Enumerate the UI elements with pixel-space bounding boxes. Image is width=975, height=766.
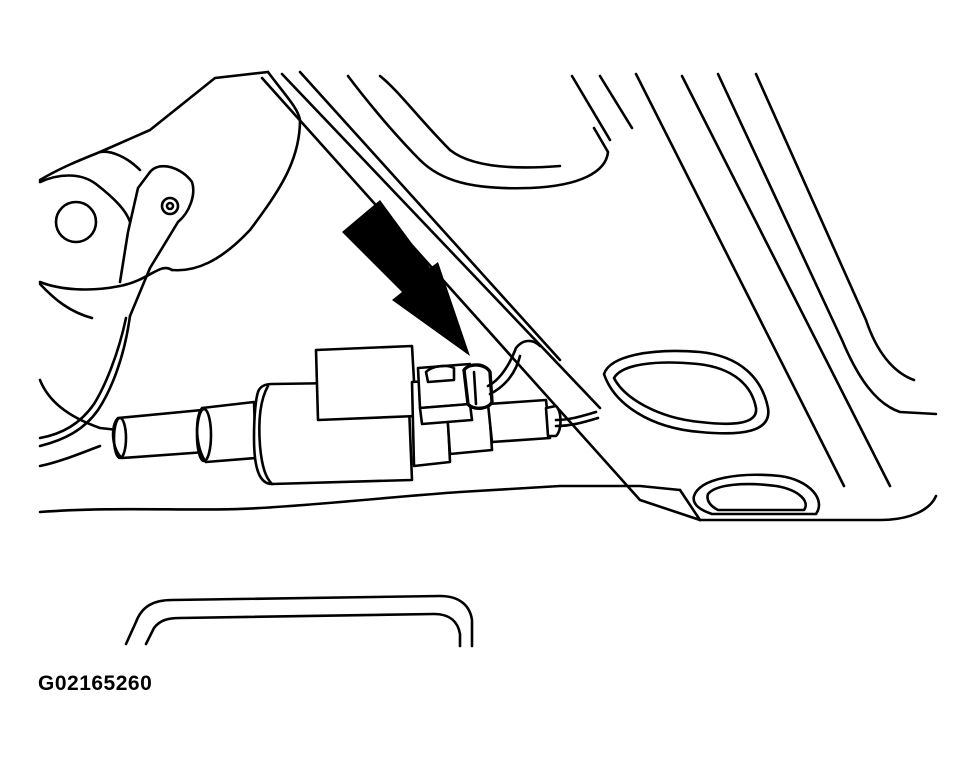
wiring-harness (38, 314, 132, 448)
electrical-connector (416, 362, 474, 426)
connector-locking-tab (462, 363, 494, 410)
fuel-line-fitting (111, 400, 258, 464)
pump-wire (486, 339, 600, 428)
mounting-hole (54, 200, 98, 244)
pointer-arrow (342, 200, 470, 356)
lower-panel (124, 594, 474, 648)
figure-id-label: G02165260 (38, 672, 153, 695)
frame-opening-lower (692, 473, 821, 516)
mounting-bracket (38, 70, 302, 320)
retaining-strap (118, 164, 195, 318)
pump-terminal-housing (314, 344, 418, 422)
frame-opening-upper (602, 349, 770, 435)
lower-body-edge (38, 444, 682, 514)
